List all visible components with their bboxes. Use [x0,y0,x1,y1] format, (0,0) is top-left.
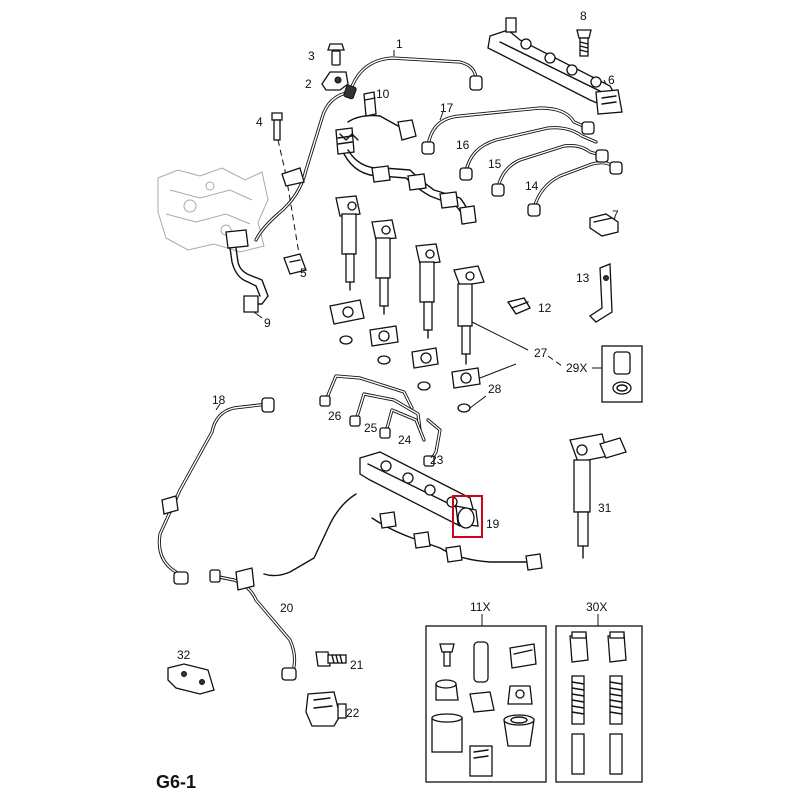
part-5-bracket[interactable] [283,253,307,275]
part-1-pressure-pipe[interactable] [254,56,483,242]
callout-1: 1 [396,37,403,51]
callout-3: 3 [308,49,315,63]
callout-10: 10 [376,87,390,101]
callout-4: 4 [256,115,263,129]
pipes-23-26[interactable] [319,374,442,467]
part-29x-seal-kit[interactable] [601,345,643,403]
kit-11x-box[interactable] [425,625,547,783]
part-3-bolt[interactable] [327,43,345,66]
callout-15: 15 [488,157,502,171]
callout-32: 32 [177,648,191,662]
injector-washers [329,299,481,413]
callout-2: 2 [305,77,312,91]
callout-16: 16 [456,138,470,152]
part-9-sensor-harness[interactable] [225,229,269,313]
part-10-sleeve[interactable] [363,91,377,117]
callout-8: 8 [580,9,587,23]
part-13-bracket[interactable] [588,263,613,323]
callout-27: 27 [534,346,548,360]
callout-29x: 29X [566,361,587,375]
kit-30x-box[interactable] [555,625,643,783]
callout-28: 28 [488,382,502,396]
part-19-pressure-sensor[interactable] [455,505,479,529]
part-18-pressure-pipe[interactable] [157,397,275,585]
part-8-bolt[interactable] [576,29,592,57]
callout-22: 22 [346,706,360,720]
part-31-injector[interactable] [569,433,627,559]
callout-18: 18 [212,393,226,407]
injector-pipes-14-17[interactable] [421,106,623,217]
part-22-sensor[interactable] [305,691,347,727]
engine-block-sketch [157,167,269,253]
injector-cylinder-1[interactable] [335,195,361,291]
injector-cylinder-2[interactable] [371,219,397,315]
callout-14: 14 [525,179,539,193]
part-20-pressure-pipe[interactable] [209,567,297,681]
part-32-bracket[interactable] [167,663,215,695]
part-12-clip[interactable] [507,297,531,315]
part-21-bolt[interactable] [315,651,347,667]
callout-25: 25 [364,421,378,435]
injector-cylinder-3[interactable] [415,243,441,339]
callout-17: 17 [440,101,454,115]
callout-21: 21 [350,658,364,672]
injector-cylinder-4[interactable] [453,265,485,365]
callout-23: 23 [430,453,444,467]
callout-6: 6 [608,73,615,87]
fuel-rail-assembly[interactable] [263,451,543,577]
callout-20: 20 [280,601,294,615]
part-6-fuel-rail[interactable] [487,17,623,115]
fuel-return-line [339,114,477,225]
callout-30x: 30X [586,600,607,614]
callout-11x: 11X [470,600,490,614]
callout-7: 7 [612,208,619,222]
part-4-bolt[interactable] [271,112,283,141]
callout-12: 12 [538,301,552,315]
callout-9: 9 [264,316,271,330]
part-19-highlight [452,495,483,538]
callout-13: 13 [576,271,590,285]
callout-19: 19 [486,517,500,531]
callout-26: 26 [328,409,342,423]
callout-24: 24 [398,433,412,447]
part-2-clamp[interactable] [321,71,349,91]
page-code: G6-1 [156,772,196,792]
callout-5: 5 [300,266,307,280]
callout-31: 31 [598,501,612,515]
part-7-sensor[interactable] [589,213,619,237]
